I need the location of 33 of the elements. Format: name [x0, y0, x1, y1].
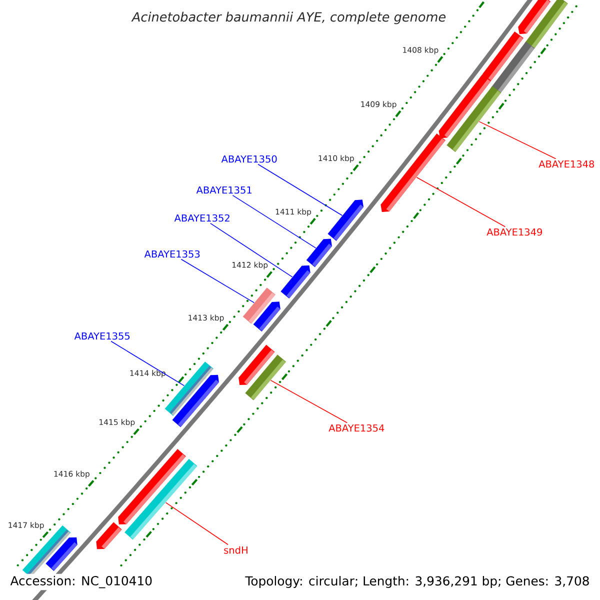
leader-line	[270, 380, 348, 424]
leader-line	[258, 164, 343, 216]
gene-label: ABAYE1350	[221, 155, 277, 163]
leader-line	[416, 176, 506, 228]
leader-line	[165, 502, 228, 546]
gene-block	[253, 302, 280, 332]
gene-label: ABAYE1349	[486, 228, 542, 236]
gene-bar	[524, 0, 568, 50]
title: Acinetobacter baumannii AYE, complete genome	[131, 12, 446, 24]
gene-block	[306, 238, 332, 268]
gene-block	[380, 133, 446, 212]
gene-block	[96, 522, 122, 550]
footer-text: Topology: circular; Length: 3,936,291 bp; Genes: 3,708	[243, 574, 592, 590]
gene-label: ABAYE1353	[144, 250, 200, 258]
leader-line	[110, 340, 185, 386]
gene-block	[280, 265, 310, 298]
gene-bar	[446, 86, 502, 152]
gene-label: ABAYE1355	[74, 332, 130, 340]
leader-line	[478, 121, 556, 160]
gene-block	[328, 200, 364, 241]
gene-label: ABAYE1351	[196, 186, 252, 194]
leader-line	[232, 194, 316, 248]
gene-label: ABAYE1352	[174, 214, 230, 222]
leader-line	[210, 222, 293, 278]
gene-label: ABAYE1354	[328, 424, 384, 432]
gene-bar	[491, 42, 535, 94]
footer-text: Accession: NC_010410	[8, 574, 154, 590]
gene-bar	[245, 354, 286, 400]
gene-block	[46, 537, 78, 571]
gene-bar	[124, 458, 198, 540]
gene-block	[172, 374, 219, 428]
gene-label: sndH	[224, 546, 248, 554]
gene-label: ABAYE1348	[538, 160, 594, 168]
